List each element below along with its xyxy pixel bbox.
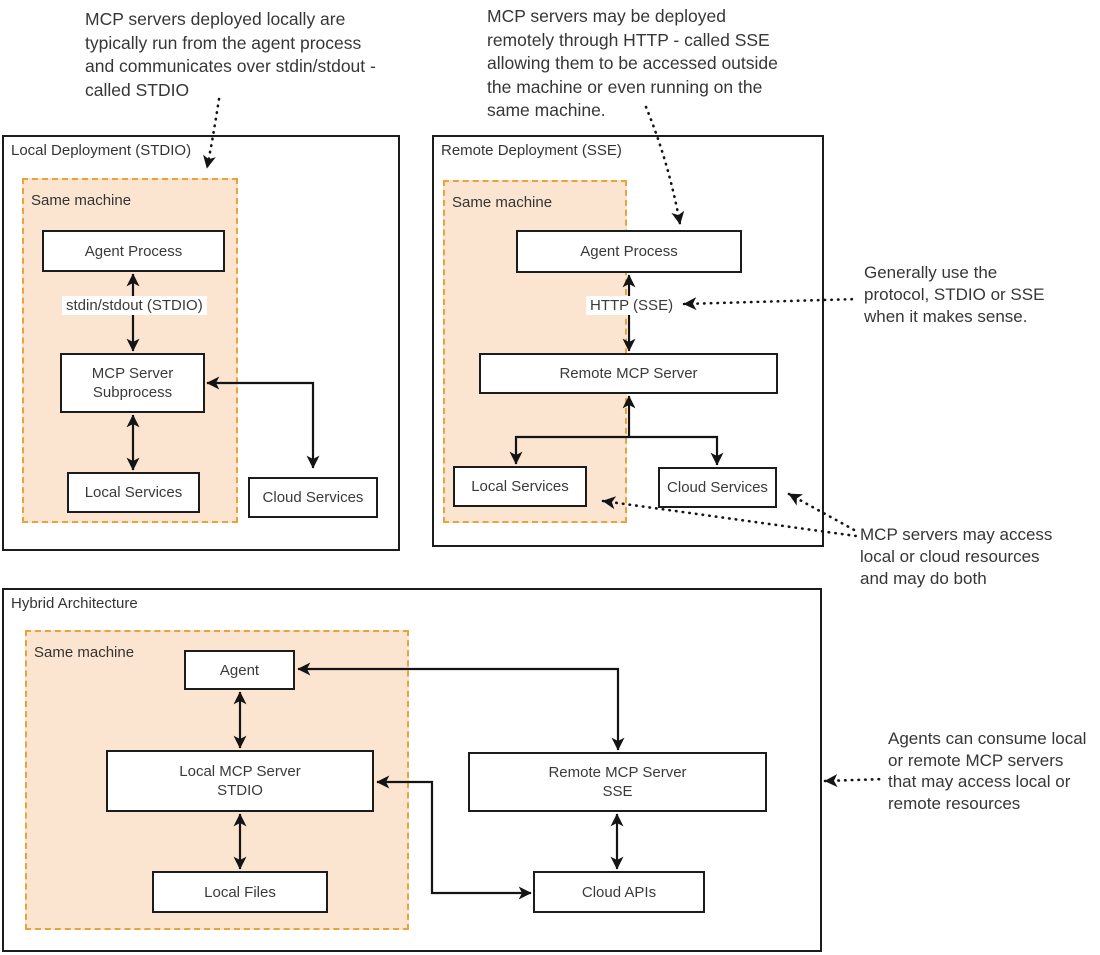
edge-label-http-sse: HTTP (SSE) (586, 296, 678, 315)
node-local-mcp-server-stdio: Local MCP Server STDIO (106, 750, 374, 812)
node-mcp-server-subprocess: MCP Server Subprocess (60, 353, 205, 413)
section-local-deployment: Local Deployment (STDIO) (2, 135, 400, 551)
same-machine-label-hybrid: Same machine (34, 644, 135, 661)
node-local-services-local: Local Services (67, 472, 200, 513)
section-title-local: Local Deployment (STDIO) (11, 142, 192, 159)
section-title-remote: Remote Deployment (SSE) (441, 142, 622, 159)
node-local-files: Local Files (152, 871, 328, 913)
node-remote-mcp-server-sse: Remote MCP Server SSE (468, 752, 767, 812)
node-agent-process-local: Agent Process (42, 230, 225, 272)
node-agent-hybrid: Agent (184, 650, 295, 690)
annotation-remote-sse-note: MCP servers may be deployed remotely thr… (487, 6, 778, 120)
same-machine-label-remote: Same machine (452, 194, 553, 211)
annotation-access-note: MCP servers may access local or cloud re… (860, 525, 1053, 588)
section-hybrid-architecture: Hybrid Architecture (2, 588, 822, 952)
node-cloud-apis: Cloud APIs (533, 871, 705, 913)
node-agent-process-remote: Agent Process (516, 230, 742, 273)
annotation-hybrid-note: Agents can consume local or remote MCP s… (888, 729, 1087, 813)
node-local-services-remote: Local Services (453, 466, 587, 507)
node-remote-mcp-server: Remote MCP Server (479, 353, 778, 394)
section-remote-deployment: Remote Deployment (SSE) (432, 135, 824, 547)
node-cloud-services-local: Cloud Services (248, 477, 378, 518)
annotation-local-stdio-note: MCP servers deployed locally are typical… (85, 9, 376, 100)
same-machine-label-local: Same machine (31, 192, 132, 209)
edge-label-stdio: stdin/stdout (STDIO) (62, 296, 207, 315)
node-cloud-services-remote: Cloud Services (658, 467, 777, 508)
dotted-arrow-hybrid-note (823, 774, 886, 788)
annotation-protocol-note: Generally use the protocol, STDIO or SSE… (864, 263, 1045, 326)
section-title-hybrid: Hybrid Architecture (11, 595, 138, 612)
